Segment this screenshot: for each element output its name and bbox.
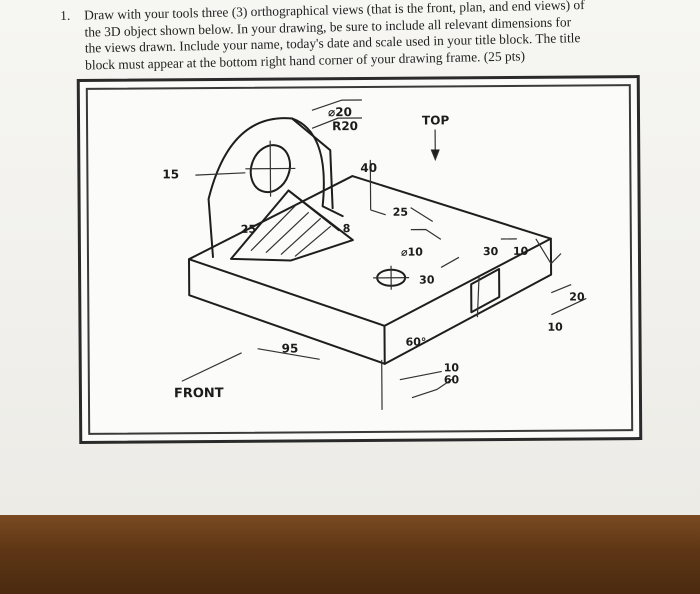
dim-label-10a: 10	[513, 245, 529, 258]
wooden-table	[0, 515, 700, 594]
gusset-rib	[229, 189, 354, 262]
hole-centerlines	[245, 140, 410, 290]
upright-side	[291, 117, 334, 210]
dim-label-30a: 30	[419, 273, 435, 286]
dim-label-10b: 10	[547, 321, 563, 334]
base-top-back-edge	[187, 175, 552, 261]
upright-support	[207, 117, 344, 259]
dim-label-60deg: 60°	[406, 336, 427, 349]
dim-label-dia10: ⌀10	[401, 246, 423, 259]
dim-label-25a: 25	[393, 206, 408, 219]
dim-label-60: 60	[444, 373, 460, 386]
question-number: 1.	[60, 7, 71, 24]
dim-label-40: 40	[360, 161, 377, 175]
dim-label-15: 15	[162, 167, 179, 181]
dim-label-95: 95	[282, 341, 299, 355]
dim-label-8: 8	[343, 222, 351, 235]
dim-label-r20: R20	[332, 119, 358, 133]
dim-label-10c: 10	[444, 361, 460, 374]
view-label-top: TOP	[422, 113, 449, 127]
dim-label-dia20: ⌀20	[328, 105, 352, 119]
dim-label-25b: 25	[241, 223, 256, 236]
question-text: 1. Draw with your tools three (3) orthog…	[60, 0, 663, 74]
front-arrow	[181, 352, 242, 382]
dim-label-30b: 30	[483, 245, 499, 258]
isometric-drawing: ⌀20 R20 TOP 15 40 25 25 8 ⌀10 30 30 10 2…	[162, 99, 587, 410]
rib-hatching	[250, 205, 332, 257]
view-label-front: FRONT	[174, 386, 224, 401]
dim-label-20: 20	[569, 290, 585, 303]
dim-leaders	[195, 99, 587, 410]
drawing-frame: ⌀20 R20 TOP 15 40 25 25 8 ⌀10 30 30 10 2…	[76, 75, 643, 444]
support-hole	[249, 144, 291, 194]
base-slot	[470, 268, 501, 314]
gusset-rib-face	[287, 189, 340, 232]
